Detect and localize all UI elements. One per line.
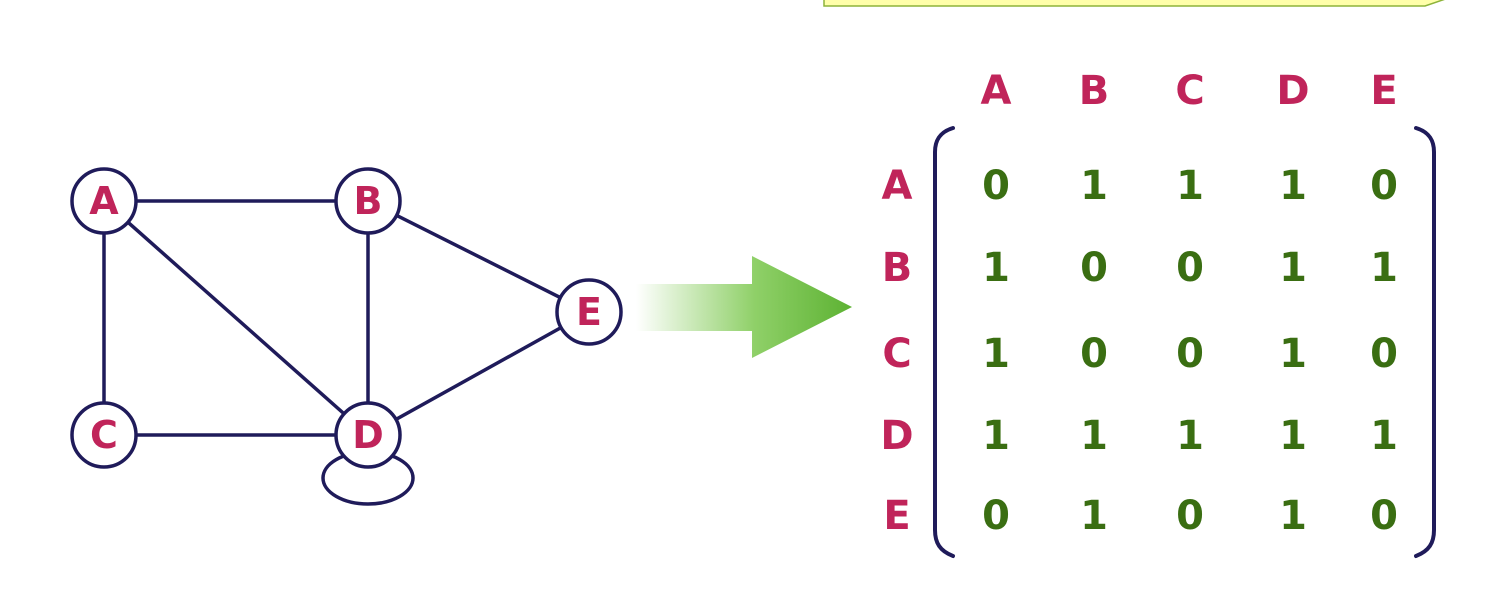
matrix-cell: 1: [1279, 493, 1307, 539]
row-header: B: [882, 245, 913, 291]
node-circle: [70, 167, 138, 235]
node-a: A: [70, 167, 138, 235]
column-header: D: [1276, 68, 1309, 114]
row-header: C: [882, 331, 911, 377]
node-label: E: [576, 290, 602, 334]
edge-A-D: [102, 199, 370, 437]
column-header: E: [1370, 68, 1397, 114]
row-header: D: [880, 413, 913, 459]
matrix-cell: 1: [982, 413, 1010, 459]
matrix-cell: 0: [982, 493, 1010, 539]
graph-nodes: A B C D E: [70, 167, 623, 469]
matrix-cell: 0: [1370, 163, 1398, 209]
right-bracket: [1414, 126, 1436, 558]
node-label: B: [354, 179, 383, 223]
matrix-cells: 0 1 1 1 0 1 0 0 1 1 1 0 0 1 0 1 1 1 1 1 0 1 0 1 0: [982, 163, 1398, 539]
matrix-cell: 0: [1176, 331, 1204, 377]
matrix-column-headers: A B C D E: [981, 68, 1398, 114]
node-circle: [555, 278, 623, 346]
node-circle: [70, 401, 138, 469]
matrix-cell: 1: [1080, 493, 1108, 539]
matrix-brackets: [933, 126, 1436, 558]
matrix-cell: 0: [1080, 331, 1108, 377]
node-e: E: [555, 278, 623, 346]
right-arrow-icon: [636, 256, 852, 358]
matrix-cell: 0: [1080, 245, 1108, 291]
matrix-cell: 1: [1176, 163, 1204, 209]
matrix-cell: 1: [1080, 163, 1108, 209]
row-header: E: [883, 493, 910, 539]
graph-edges: [102, 199, 590, 506]
node-label: A: [89, 179, 119, 223]
callout-box: [823, 0, 1445, 7]
left-bracket: [933, 126, 955, 558]
matrix-cell: 1: [982, 331, 1010, 377]
node-label: D: [352, 413, 384, 457]
matrix-cell: 1: [1080, 413, 1108, 459]
column-header: B: [1079, 68, 1110, 114]
matrix-cell: 0: [982, 163, 1010, 209]
edge-D-E: [367, 310, 590, 437]
matrix-cell: 0: [1176, 245, 1204, 291]
node-b: B: [334, 167, 402, 235]
matrix-cell: 1: [1279, 413, 1307, 459]
matrix-cell: 1: [1279, 331, 1307, 377]
row-header: A: [882, 163, 913, 209]
column-header: A: [981, 68, 1012, 114]
edge-B-E: [367, 199, 590, 314]
matrix-cell: 0: [1370, 493, 1398, 539]
node-circle: [334, 401, 402, 469]
matrix-cell: 1: [1279, 163, 1307, 209]
matrix-cell: 1: [1176, 413, 1204, 459]
column-header: C: [1175, 68, 1204, 114]
matrix-cell: 1: [1370, 413, 1398, 459]
matrix-cell: 0: [1370, 331, 1398, 377]
matrix-cell: 0: [1176, 493, 1204, 539]
matrix-cell: 1: [1370, 245, 1398, 291]
node-c: C: [70, 401, 138, 469]
matrix-cell: 1: [1279, 245, 1307, 291]
node-d: D: [334, 401, 402, 469]
node-circle: [334, 167, 402, 235]
matrix-cell: 1: [982, 245, 1010, 291]
node-label: C: [90, 413, 118, 457]
